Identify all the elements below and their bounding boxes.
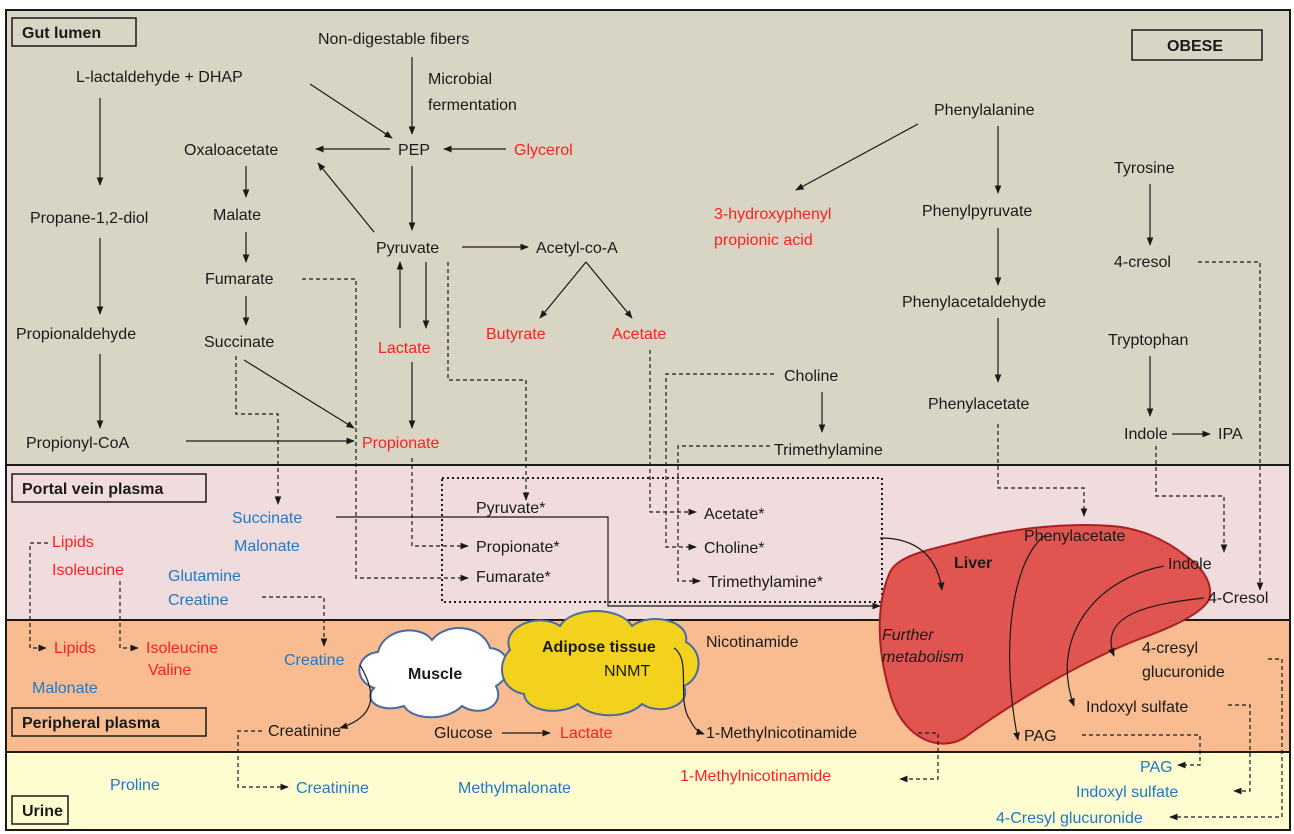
urine-creatinine: Creatinine [296,780,369,797]
portal-phenylacetate: Phenylacetate [1024,528,1126,545]
malate: Malate [213,207,261,224]
portal-acetate: Acetate* [704,506,764,523]
propionyl-coa: Propionyl-CoA [26,435,129,452]
indole-gut: Indole [1124,426,1168,443]
muscle-label: Muscle [408,666,462,683]
obese-label: OBESE [1167,38,1223,55]
propionaldehyde: Propionaldehyde [16,326,136,343]
pyruvate: Pyruvate [376,240,439,257]
acetyl-coa: Acetyl-co-A [536,240,618,257]
peripheral-lipids: Lipids [54,640,96,657]
portal-choline: Choline* [704,540,764,557]
propionate: Propionate [362,435,439,452]
portal-glutamine: Glutamine [168,568,241,585]
portal-trimethylamine: Trimethylamine* [708,574,823,591]
phenylacetaldehyde: Phenylacetaldehyde [902,294,1046,311]
adipose-shape [502,611,699,715]
urine-cresyl-glucuronide: 4-Cresyl glucuronide [996,810,1143,827]
fibers: Non-digestable fibers [318,31,469,48]
glycerol: Glycerol [514,142,573,159]
fumarate: Fumarate [205,271,274,288]
cresyl-glucuronide-line2: glucuronide [1142,664,1225,681]
portal-malonate: Malonate [234,538,300,555]
butyrate: Butyrate [486,326,546,343]
fermentation-line2: fermentation [428,97,517,114]
adipose-label: Adipose tissue [542,639,656,656]
peripheral-nicotinamide: Nicotinamide [706,634,799,651]
urine-methylnicotinamide: 1-Methylnicotinamide [680,768,831,785]
trimethylamine: Trimethylamine [774,442,883,459]
fermentation-line1: Microbial [428,71,492,88]
urine-methylmalonate: Methylmalonate [458,780,571,797]
peripheral-creatine: Creatine [284,652,345,669]
propanediol: Propane-1,2-diol [30,210,148,227]
peripheral-isoleucine: Isoleucine [146,640,218,657]
tryptophan: Tryptophan [1108,332,1188,349]
pep: PEP [398,142,430,159]
peripheral-valine: Valine [148,662,191,679]
peripheral-creatinine: Creatinine [268,723,341,740]
nnmt-label: NNMT [604,663,650,680]
acetate: Acetate [612,326,666,343]
further-metabolism-line1: Further [882,627,934,644]
portal-cresol: 4-Cresol [1208,590,1268,607]
urine-indoxyl-sulfate: Indoxyl sulfate [1076,784,1178,801]
portal-lipids: Lipids [52,534,94,551]
tyrosine: Tyrosine [1114,160,1175,177]
cresol-gut: 4-cresol [1114,254,1171,271]
phenylalanine: Phenylalanine [934,102,1035,119]
hydroxyphenyl-line2: propionic acid [714,232,813,249]
peripheral-malonate: Malonate [32,680,98,697]
portal-creatine: Creatine [168,592,229,609]
phenylpyruvate: Phenylpyruvate [922,203,1032,220]
peripheral-lactate: Lactate [560,725,613,742]
phenylacetate-gut: Phenylacetate [928,396,1030,413]
peripheral-plasma-label: Peripheral plasma [22,715,160,732]
lactate: Lactate [378,340,431,357]
peripheral-pag: PAG [1024,728,1057,745]
succinate: Succinate [204,334,274,351]
portal-indole: Indole [1168,556,1212,573]
choline: Choline [784,368,838,385]
peripheral-methylnicotinamide: 1-Methylnicotinamide [706,725,857,742]
oxaloacetate: Oxaloacetate [184,142,278,159]
portal-isoleucine: Isoleucine [52,562,124,579]
ipa: IPA [1218,426,1243,443]
portal-fumarate: Fumarate* [476,569,551,586]
further-metabolism-line2: metabolism [882,649,964,666]
hydroxyphenyl-line1: 3-hydroxyphenyl [714,206,831,223]
portal-pyruvate: Pyruvate* [476,500,545,517]
urine-label: Urine [22,803,63,820]
portal-vein-label: Portal vein plasma [22,481,163,498]
cresyl-glucuronide-line1: 4-cresyl [1142,640,1198,657]
urine-proline: Proline [110,777,160,794]
peripheral-indoxyl-sulfate: Indoxyl sulfate [1086,699,1188,716]
liver-label: Liver [954,555,992,572]
urine-pag: PAG [1140,759,1173,776]
gut-lumen-label: Gut lumen [22,25,101,42]
peripheral-glucose: Glucose [434,725,493,742]
portal-propionate: Propionate* [476,539,560,556]
lactaldehyde-dhap: L-lactaldehyde + DHAP [76,69,243,86]
portal-succinate: Succinate [232,510,302,527]
